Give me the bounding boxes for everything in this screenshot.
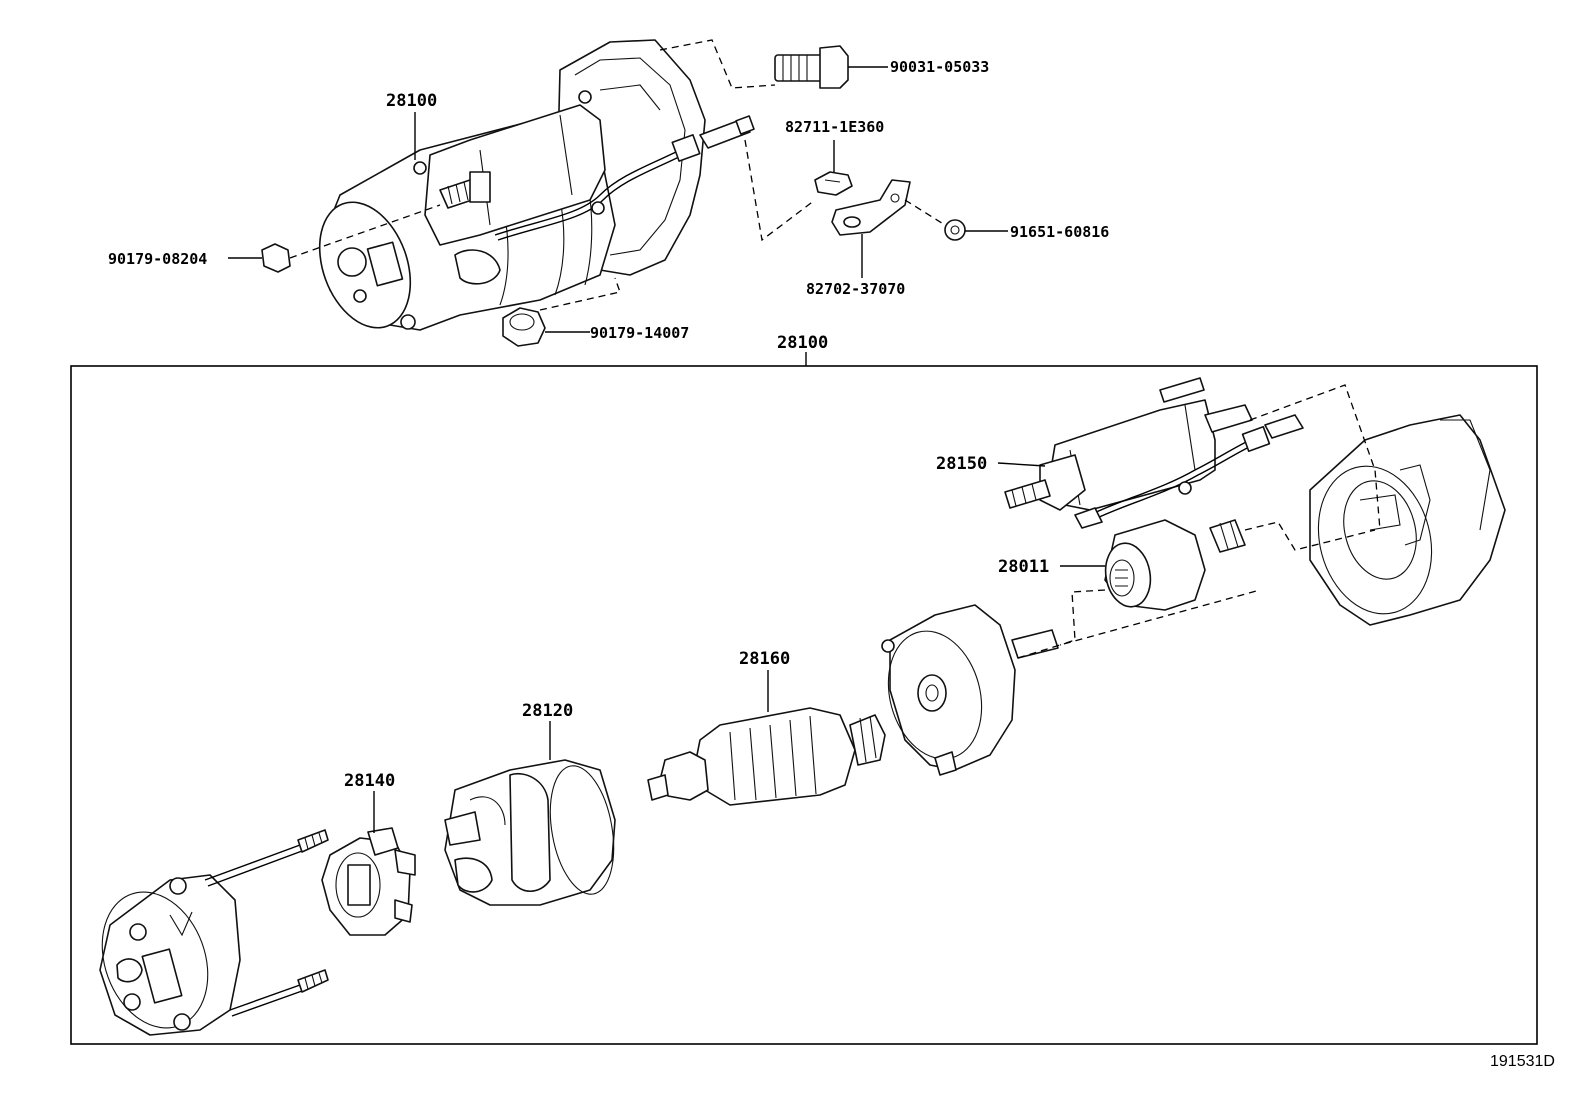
nut-bottom-part bbox=[502, 307, 590, 347]
callout-82702-37070: 82702-37070 bbox=[806, 280, 905, 298]
callout-28011: 28011 bbox=[998, 557, 1049, 577]
diagram-reference-code: 191531D bbox=[1490, 1053, 1555, 1070]
brush-holder-part bbox=[321, 791, 416, 936]
callout-28150: 28150 bbox=[936, 454, 987, 474]
callout-91651-60816: 91651-60816 bbox=[1010, 223, 1109, 241]
callout-90179-08204: 90179-08204 bbox=[108, 250, 207, 268]
bolt-part bbox=[774, 45, 888, 89]
end-frame-part bbox=[99, 829, 329, 1036]
drive-housing-part bbox=[1309, 414, 1506, 626]
center-housing-part bbox=[881, 604, 1059, 776]
clip-part bbox=[814, 140, 853, 196]
solenoid-part bbox=[997, 377, 1304, 529]
plate-part bbox=[831, 179, 911, 278]
callout-28140: 28140 bbox=[344, 771, 395, 791]
callout-28100-top: 28100 bbox=[386, 91, 437, 111]
callout-90031-05033: 90031-05033 bbox=[890, 58, 989, 76]
nut-right-part bbox=[944, 219, 1008, 241]
yoke-part bbox=[444, 721, 616, 906]
assembly-frame bbox=[70, 365, 1538, 1045]
starter-assembly-top bbox=[318, 39, 755, 331]
clutch-part bbox=[1060, 519, 1246, 611]
nut-small-part bbox=[228, 243, 291, 273]
callout-28160: 28160 bbox=[739, 649, 790, 669]
callout-28120: 28120 bbox=[522, 701, 573, 721]
callout-82711-1E360: 82711-1E360 bbox=[785, 118, 884, 136]
armature-part bbox=[647, 670, 886, 806]
callout-90179-14007: 90179-14007 bbox=[590, 324, 689, 342]
callout-28100-box: 28100 bbox=[777, 333, 828, 353]
